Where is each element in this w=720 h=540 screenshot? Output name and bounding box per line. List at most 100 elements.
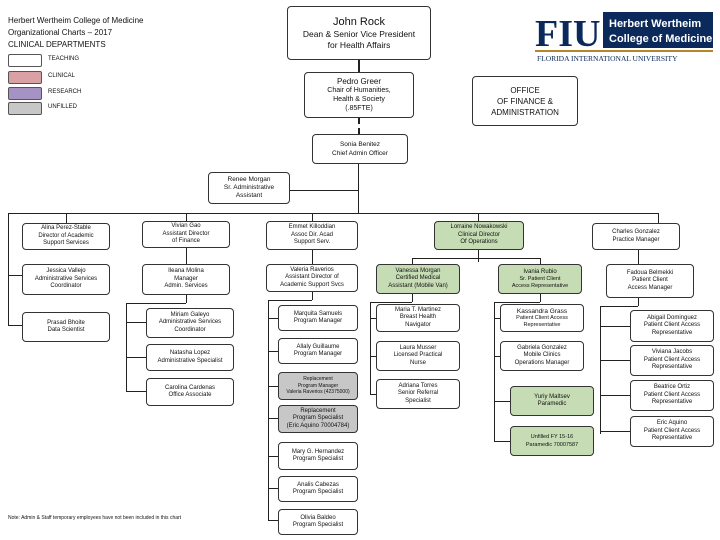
box-line: Miriam Galeyo <box>170 311 210 318</box>
samuels-box: Marquita Samuels Program Manager <box>278 305 358 331</box>
box-line: Representative <box>651 399 693 406</box>
box-line: Yuriy Maltsev <box>534 393 570 400</box>
greer-box: Pedro Greer Chair of Humanities, Health … <box>304 72 414 118</box>
legend-label-unfilled: UNFILLED <box>48 104 78 110</box>
header-line-2: Organizational Charts – 2017 <box>8 28 113 37</box>
footnote: Note: Admin & Staff temporary employees … <box>8 515 182 521</box>
box-line: Administrative Services <box>34 275 98 282</box>
dean-title-1: Dean & Senior Vice President <box>302 29 416 39</box>
office-line-2: OF FINANCE & <box>496 96 553 106</box>
header-line-3: CLINICAL DEPARTMENTS <box>8 40 106 49</box>
box-line: Abigail Dominguez <box>646 314 698 321</box>
box-line: Certified Medical <box>395 275 441 282</box>
legend-swatch-clinical <box>8 71 42 84</box>
box-line: Replacement <box>303 376 333 383</box>
legend-label-research: RESEARCH <box>48 89 82 95</box>
cardenas-box: Carolina Cardenas Office Associate <box>146 378 234 406</box>
box-line: Assistant Director of <box>285 274 339 281</box>
box-line: Assoc Dir. Acad <box>290 231 334 238</box>
box-line: Academic Support Svcs <box>280 281 344 288</box>
box-line: Representative <box>651 435 693 442</box>
box-line: Practice Manager <box>612 236 660 243</box>
grass-box: Kassandra Grass Patient Client Access Re… <box>500 304 584 332</box>
raverios-box: Valeria Raverios Assistant Director of A… <box>266 264 358 292</box>
belmekki-box: Fadoua Belmekki Patient Client Access Ma… <box>606 264 694 298</box>
killoddian-box: Emmet Killoddian Assoc Dir. Acad Support… <box>266 221 358 250</box>
box-line: Access Manager <box>627 284 673 291</box>
box-line: Jessica Vallejo <box>46 268 86 275</box>
box-line: Paramedic <box>537 401 567 407</box>
box-line: Allaly Guillaume <box>296 343 340 350</box>
box-line: Gabriela Gonzalez <box>517 344 567 351</box>
box-line: Natasha Lopez <box>169 350 211 356</box>
box-line: Mobile Clinics <box>523 352 561 359</box>
box-line: Representative <box>651 364 693 371</box>
box-line: Valeria Raverios (42375000) <box>286 389 350 396</box>
box-line: Breast Health <box>399 314 437 321</box>
box-line: Charles Gonzalez <box>612 229 660 235</box>
box-line: Coordinator <box>174 326 206 333</box>
baldeo-box: Olivia Baldeo Program Specialist <box>278 509 358 535</box>
box-line: Patient Client Access <box>643 322 701 329</box>
box-line: Eric Aquino <box>656 420 688 427</box>
torres-box: Adriana Torres Senior Referral Specialis… <box>376 379 460 409</box>
box-line: Prasad Bhoite <box>47 319 85 326</box>
box-line: Clinical Director <box>457 231 500 238</box>
box-line: Patient Client Access <box>643 391 701 398</box>
box-line: Beatrice Ortiz <box>653 384 691 391</box>
molina-box: Ileana Molina Manager Admin. Services <box>142 264 230 295</box>
box-line: Vivian Gao <box>171 223 201 230</box>
box-line: Maria T. Martinez <box>395 306 441 313</box>
box-line: Assistant (Mobile Van) <box>388 282 448 289</box>
renee-morgan-title-1: Sr. Administrative <box>223 184 275 191</box>
office-line-3: ADMINISTRATION <box>491 107 559 117</box>
galeyo-box: Miriam Galeyo Administrative Services Co… <box>146 308 234 338</box>
box-line: of Finance <box>171 238 201 245</box>
box-line: Carolina Cardenas <box>164 384 216 391</box>
dean-title-2: for Health Affairs <box>327 40 391 50</box>
renee-morgan-title-2: Assistant <box>235 192 263 199</box>
legend-label-clinical: CLINICAL <box>48 73 76 79</box>
perez-stable-box: Alina Perez-Stable Director of Academic … <box>22 223 110 250</box>
hernandez-box: Mary G. Hernandez Program Specialist <box>278 442 358 470</box>
ortiz-box: Beatrice Ortiz Patient Client Access Rep… <box>630 380 714 411</box>
benitez-box: Sonia Benitez Chief Admin Officer <box>312 134 408 164</box>
dean-box: John Rock Dean & Senior Vice President f… <box>287 6 431 60</box>
replacement-program-manager-box: Replacement Program Manager Valeria Rave… <box>278 372 358 400</box>
box-line: Valeria Raverios <box>290 266 334 273</box>
box-line: Administrative Services <box>158 319 222 326</box>
vanessa-morgan-box: Vanessa Morgan Certified Medical Assista… <box>376 264 460 294</box>
greer-title-2: Health & Society <box>333 96 385 103</box>
dominguez-box: Abigail Dominguez Patient Client Access … <box>630 310 714 342</box>
box-line: Office Associate <box>168 392 212 398</box>
charles-gonzalez-box: Charles Gonzalez Practice Manager <box>592 223 680 250</box>
renee-morgan-box: Renee Morgan Sr. Administrative Assistan… <box>208 172 290 204</box>
box-line: Access Representative <box>511 282 569 289</box>
box-line: Program Specialist <box>292 522 344 528</box>
gao-box: Vivian Gao Assistant Director of Finance <box>142 221 230 248</box>
box-line: Viviana Jacobs <box>651 349 693 356</box>
box-line: Program Manager <box>293 351 343 357</box>
greer-title-1: Chair of Humanities, <box>327 87 391 94</box>
box-line: Vanessa Morgan <box>395 267 441 274</box>
unfilled-paramedic-box: Unfilled FY 15-16 Paramedic 70007587 <box>510 426 594 456</box>
box-line: Support Services <box>43 240 89 247</box>
box-line: Program Manager <box>293 318 343 324</box>
box-line: Ileana Molina <box>168 268 204 275</box>
dean-name: John Rock <box>333 16 385 28</box>
box-line: Assistant Director <box>162 230 210 237</box>
box-line: (Eric Aquino 70004784) <box>286 422 350 429</box>
greer-name: Pedro Greer <box>336 77 382 86</box>
box-line: Senior Referral <box>397 390 439 397</box>
box-line: Specialist <box>405 397 431 404</box>
logo-name-2: College of Medicine <box>609 33 712 45</box>
aquino-box: Eric Aquino Patient Client Access Repres… <box>630 416 714 447</box>
legend-swatch-teaching <box>8 54 42 67</box>
box-line: Director of Academic <box>38 232 94 239</box>
box-line: Data Scientist <box>47 327 85 333</box>
legend-swatch-unfilled <box>8 102 42 115</box>
header-line-1: Herbert Wertheim College of Medicine <box>8 16 144 25</box>
box-line: Patient Client Access <box>516 314 568 321</box>
box-line: Mary G. Hernandez <box>291 448 345 455</box>
box-line: Unfilled FY 15-16 <box>530 434 574 440</box>
